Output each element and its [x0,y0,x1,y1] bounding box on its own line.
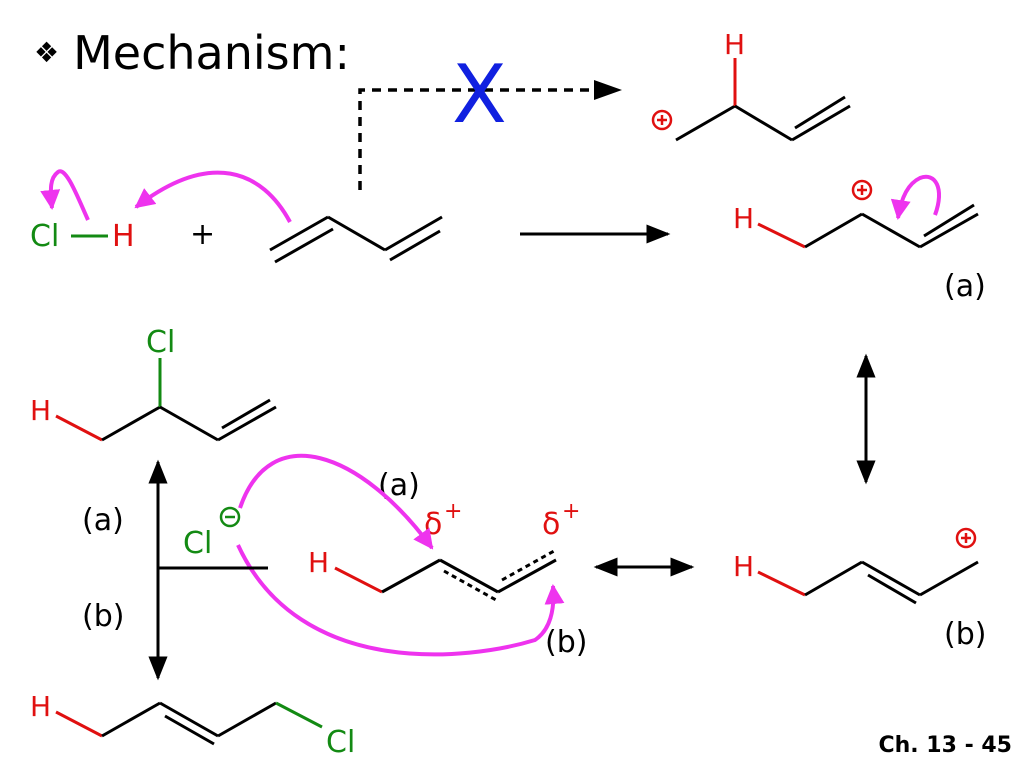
pi-bond-attack-arrow [134,170,292,223]
dashed-path-arrow [358,88,598,190]
diene-double-bond-2b [389,229,441,262]
delta-right-plus: + [562,499,580,524]
path-a-label: (a) [378,468,420,503]
diamond-bullet-icon: ❖ [34,35,60,69]
butadiene-molecule [269,215,443,264]
circle-minus-icon [219,506,241,528]
cation-a-label: (a) [944,269,986,304]
circle-plus-icon [651,109,673,131]
primary-carbocation: H [651,28,851,142]
slide-footer: Ch. 13 - 45 [878,733,1012,758]
allylic-cation-b: H (b) [733,527,986,652]
diene-double-bond-1 [269,215,329,252]
primary-h-label: H [724,28,745,61]
resonance-curved-arrow [890,174,941,220]
product-1-4-addition: H Cl [30,690,355,760]
allylic-cation-a: H (a) [733,174,986,304]
diene-single-bond [327,215,386,252]
circle-plus-icon [955,527,977,549]
hcl-hydrogen-label: H [112,219,135,254]
delta-right: δ [542,507,560,542]
delta-left: δ [424,507,442,542]
branch-b-label: (b) [82,599,124,634]
slide-title: ❖Mechanism: [34,30,350,76]
chloride-ion: Cl [183,506,241,561]
title-text: Mechanism: [73,26,350,80]
circle-plus-icon [851,179,873,201]
hybrid-h-label: H [308,546,329,579]
cation-b-h-label: H [733,550,754,583]
product-a-h-label: H [30,394,51,427]
cross-mark: X [452,48,507,141]
dashed-arrowhead [594,80,622,100]
plus-sign: + [190,217,215,252]
delta-left-plus: + [444,499,462,524]
cation-b-label: (b) [944,617,986,652]
product-1-2-addition: H Cl [30,325,277,442]
product-b-h-label: H [30,690,51,723]
attack-arrow-a [238,453,434,550]
product-b-cl-label: Cl [326,725,355,760]
branch-a-label: (a) [82,503,124,538]
chloride-label: Cl [183,526,212,561]
hcl-chlorine-label: Cl [30,219,59,254]
hcl-molecule: Cl H [30,169,135,254]
diene-double-bond-1b [274,227,334,264]
diene-double-bond-2 [384,215,443,252]
cation-a-h-label: H [733,202,754,235]
disfavored-pathway: X [358,48,622,190]
path-b-label: (b) [545,625,587,660]
attack-arrow-b [236,544,565,657]
product-a-cl-label: Cl [146,325,175,360]
hcl-bond-break-arrow [40,169,90,221]
